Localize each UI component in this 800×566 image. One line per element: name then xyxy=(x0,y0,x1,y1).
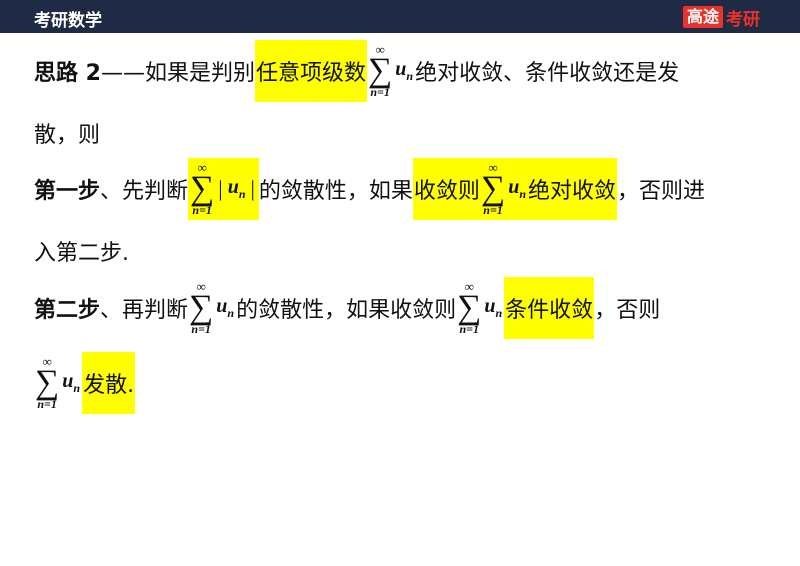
term-un: un xyxy=(62,370,80,396)
term-u: u xyxy=(216,295,228,317)
idea-label: 思路 2 xyxy=(34,61,101,86)
term-n: n xyxy=(238,187,246,201)
sum-upper: ∞ xyxy=(488,160,498,175)
brand-badge: 高途 xyxy=(683,6,724,28)
brand-logo: 高途 考研 xyxy=(683,5,761,30)
idea-tail: 绝对收敛、条件收敛还是发 xyxy=(415,61,680,86)
line-enter-step2: 入第二步. xyxy=(34,220,129,282)
abs-bar-right: | xyxy=(250,176,255,201)
term-n: n xyxy=(495,306,503,320)
term-n: n xyxy=(406,69,414,83)
term-un: un xyxy=(395,58,413,84)
sum-formula: ∞ ∑ n=1 xyxy=(189,280,213,336)
header-title: 考研数学 xyxy=(34,11,102,31)
sum-upper: ∞ xyxy=(197,160,207,175)
sum-formula: ∞ ∑ n=1 xyxy=(190,161,214,217)
sum-formula: ∞ ∑ n=1 xyxy=(368,43,392,99)
sum-symbol: ∑ xyxy=(190,170,215,207)
term-un: un xyxy=(484,295,502,321)
abs-bar-left: | xyxy=(218,176,223,201)
sum-symbol: ∑ xyxy=(35,364,60,401)
brand-text: 考研 xyxy=(726,9,761,30)
sum-upper: ∞ xyxy=(42,354,52,369)
sum-lower: n=1 xyxy=(483,203,503,217)
term-un: un xyxy=(216,295,234,321)
term-u: u xyxy=(508,176,520,198)
header-bar: 考研数学 高途 考研 xyxy=(0,0,800,33)
term-u: u xyxy=(62,370,74,392)
highlight-abs-sum: ∞ ∑ n=1 | un | xyxy=(188,158,259,220)
sum-lower: n=1 xyxy=(192,203,212,217)
sum-lower: n=1 xyxy=(370,85,390,99)
step2-text3: ，否则 xyxy=(594,298,661,323)
term-u: u xyxy=(484,295,496,317)
sum-symbol: ∑ xyxy=(480,170,506,207)
highlight-arbitrary-series: 任意项级数 xyxy=(254,40,367,102)
sum-upper: ∞ xyxy=(464,279,474,294)
sum-lower: n=1 xyxy=(459,322,479,336)
term-u: u xyxy=(395,58,407,80)
step1-hl1-text: 收敛则 xyxy=(413,179,480,204)
term-n: n xyxy=(227,306,235,320)
highlight-conditional: 条件收敛 xyxy=(504,277,595,339)
sum-upper: ∞ xyxy=(375,42,385,57)
step1-text2: 的敛散性，如果 xyxy=(258,179,413,204)
term-n: n xyxy=(73,381,81,395)
step1-hl2-text: 绝对收敛 xyxy=(528,179,617,204)
highlight-converge-then: 收敛则 ∞ ∑ n=1 un 绝对收敛 xyxy=(412,158,618,220)
sum-symbol: ∑ xyxy=(368,52,393,89)
line-diverge: ∞ ∑ n=1 un 发散. xyxy=(34,352,136,414)
sum-formula: ∞ ∑ n=1 xyxy=(481,161,505,217)
sum-formula: ∞ ∑ n=1 xyxy=(35,355,59,411)
sum-symbol: ∑ xyxy=(457,289,482,326)
term-un: un xyxy=(508,176,526,202)
step1-label: 第一步 xyxy=(34,179,101,204)
enter-step2-text: 入第二步. xyxy=(34,241,129,266)
step1-text1: 、先判断 xyxy=(100,179,189,204)
line-step2: 第二步 、再判断 ∞ ∑ n=1 un 的敛散性，如果收敛则 ∞ ∑ n=1 u… xyxy=(34,277,660,339)
sum-upper: ∞ xyxy=(196,279,206,294)
sum-symbol: ∑ xyxy=(189,289,214,326)
then-text: 散，则 xyxy=(34,123,101,148)
line-idea2: 思路 2 ——如果是判别 任意项级数 ∞ ∑ n=1 un 绝对收敛、条件收敛还… xyxy=(34,40,679,102)
sum-lower: n=1 xyxy=(37,397,57,411)
line-step1: 第一步 、先判断 ∞ ∑ n=1 | un | 的敛散性，如果 收敛则 ∞ ∑ … xyxy=(34,158,705,220)
line-then: 散，则 xyxy=(34,102,100,164)
step2-text2: 的敛散性，如果收敛则 xyxy=(236,298,457,323)
term-u: u xyxy=(227,176,239,198)
highlight-diverge: 发散. xyxy=(82,352,136,414)
step2-text1: 、再判断 xyxy=(100,298,189,323)
sum-lower: n=1 xyxy=(191,322,211,336)
step2-label: 第二步 xyxy=(34,298,101,323)
sum-formula: ∞ ∑ n=1 xyxy=(457,280,481,336)
term-n: n xyxy=(519,187,526,201)
idea-text: ——如果是判别 xyxy=(100,61,255,86)
step1-text3: ，否则进 xyxy=(617,179,706,204)
term-un: un xyxy=(228,176,246,202)
